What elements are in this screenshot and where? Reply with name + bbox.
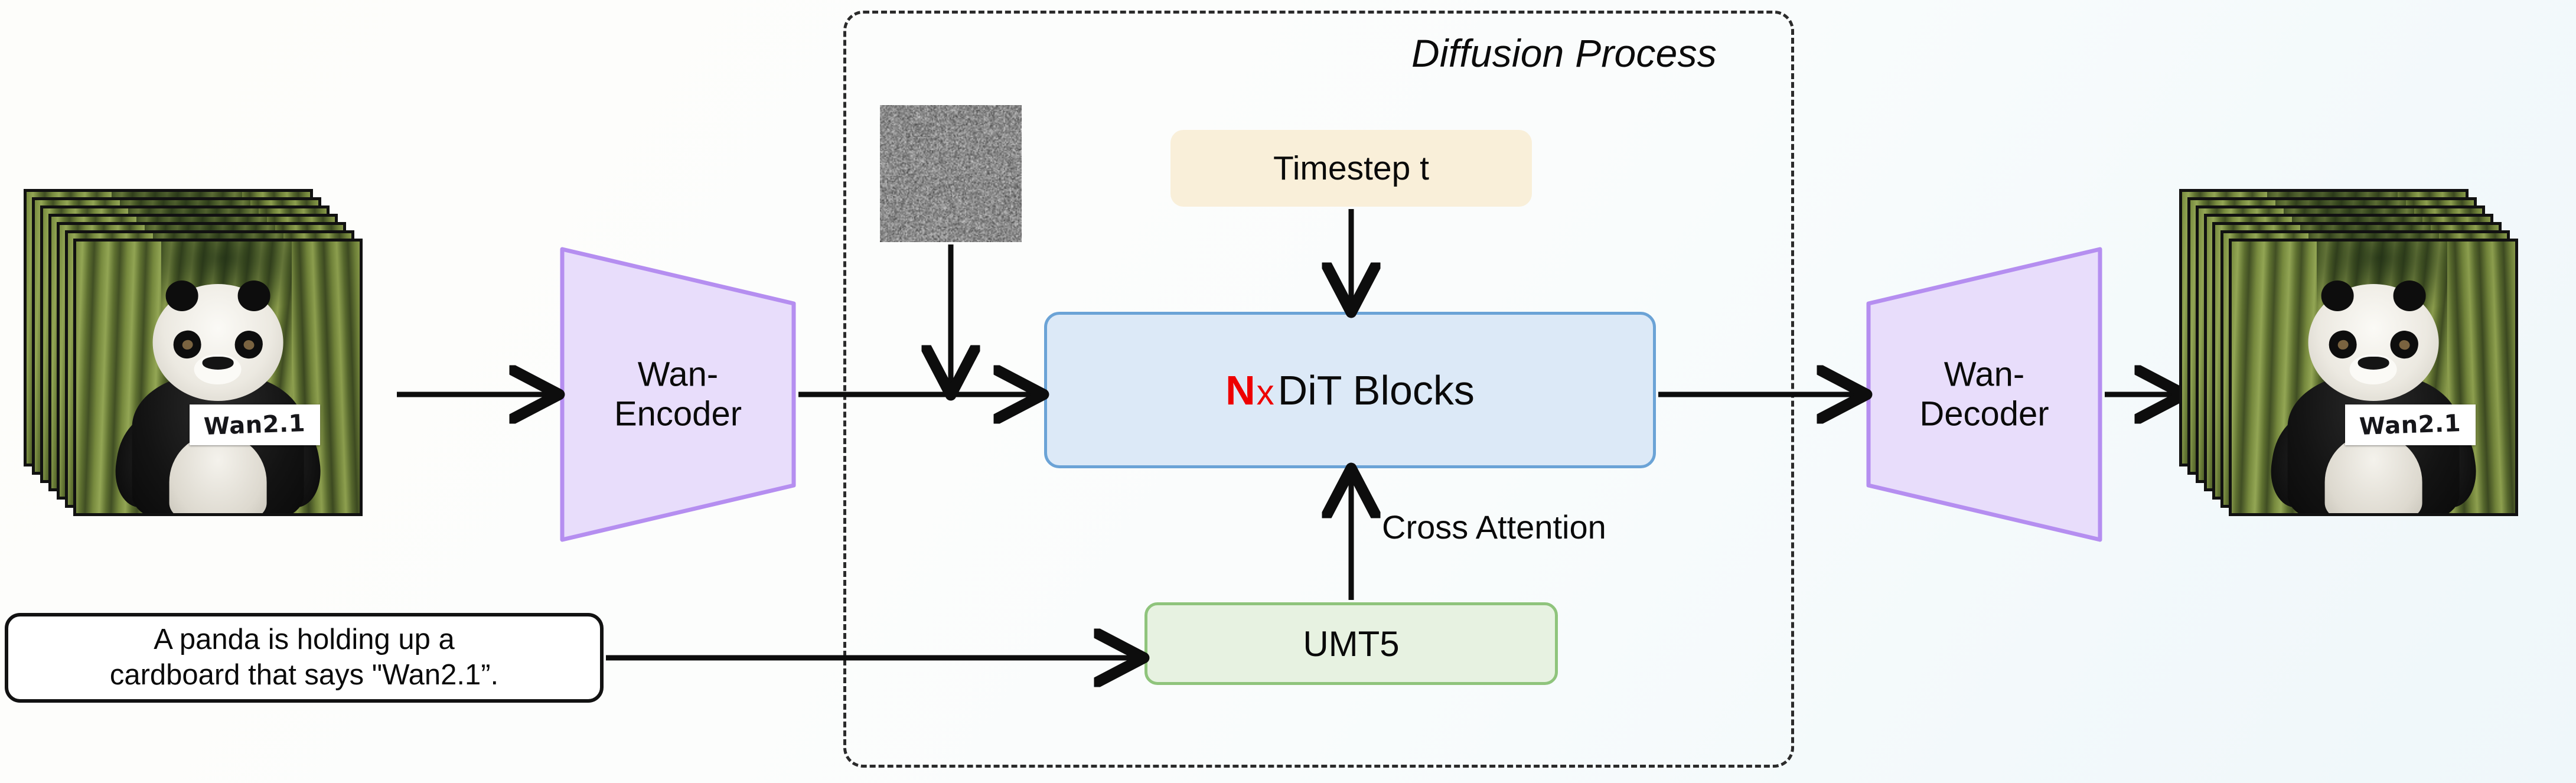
panda <box>125 279 312 513</box>
prompt-line-2: cardboard that says "Wan2.1”. <box>110 658 498 693</box>
cardboard-sign-text: Wan2.1 <box>204 410 306 441</box>
panda-ear-right <box>2393 280 2425 311</box>
video-frame: Wan2.1 <box>2229 239 2518 516</box>
panda-head <box>152 284 283 401</box>
panda <box>2280 279 2467 513</box>
wan-decoder-node: Wan- Decoder <box>1866 247 2102 542</box>
panda-pupil-right <box>243 340 255 351</box>
panda-ear-left <box>2321 280 2353 311</box>
noise-canvas <box>880 105 1022 242</box>
dit-multiply-icon: x <box>1256 373 1278 412</box>
panda-pupil-left <box>181 340 194 351</box>
encoder-trapezoid-shape <box>560 247 796 542</box>
frame-artwork: Wan2.1 <box>76 242 360 513</box>
timestep-label: Timestep t <box>1273 149 1429 188</box>
umt5-text-encoder-node: UMT5 <box>1144 602 1558 685</box>
umt5-label: UMT5 <box>1303 624 1399 664</box>
video-frame: Wan2.1 <box>73 239 363 516</box>
cardboard-sign: Wan2.1 <box>2345 404 2476 445</box>
frame-artwork: Wan2.1 <box>2232 242 2515 513</box>
dit-blocks-label: DiT Blocks <box>1278 367 1475 413</box>
panda-pupil-right <box>2398 340 2411 351</box>
gaussian-noise-patch <box>880 105 1022 242</box>
dit-repeat-count: N <box>1225 367 1256 413</box>
cardboard-sign-text: Wan2.1 <box>2359 410 2462 441</box>
panda-head <box>2308 284 2439 401</box>
panda-eye-left <box>171 328 203 361</box>
panda-ear-left <box>165 280 198 311</box>
decoder-trapezoid-shape <box>1866 247 2102 542</box>
panda-pupil-left <box>2337 340 2349 351</box>
output-video-frames: Wan2.1 <box>2179 189 2545 543</box>
input-video-frames: Wan2.1 <box>24 189 390 543</box>
panda-eye-left <box>2326 328 2359 361</box>
panda-eye-right <box>232 328 265 361</box>
diffusion-process-label: Diffusion Process <box>1411 31 1717 76</box>
cross-attention-edge-label: Cross Attention <box>1382 508 1606 546</box>
timestep-node: Timestep t <box>1170 130 1532 207</box>
dit-blocks-node: NxDiT Blocks <box>1044 312 1656 468</box>
wan-encoder-node: Wan- Encoder <box>560 247 796 542</box>
panda-eye-right <box>2388 328 2420 361</box>
cardboard-sign: Wan2.1 <box>190 404 320 445</box>
panda-ear-right <box>237 280 270 311</box>
prompt-line-1: A panda is holding up a <box>110 622 498 658</box>
prompt-text-box: A panda is holding up a cardboard that s… <box>5 613 604 703</box>
